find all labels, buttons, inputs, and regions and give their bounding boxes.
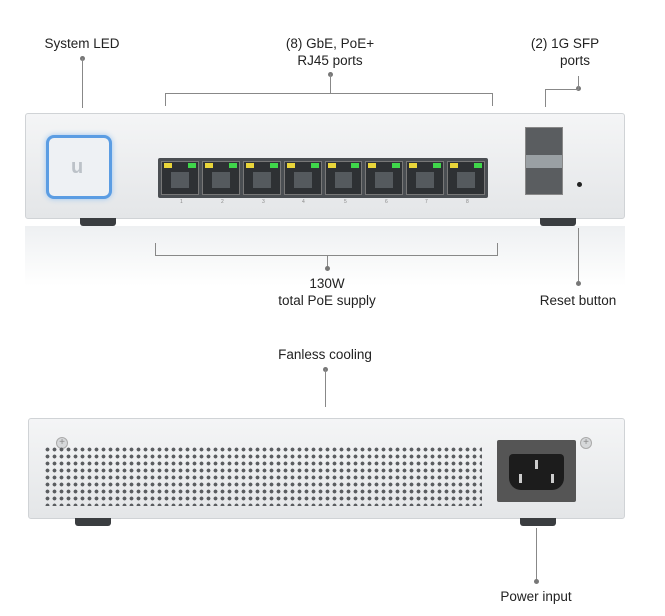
- rj45-port: [324, 161, 363, 195]
- foot: [540, 218, 576, 226]
- poe-label-2: total PoE supply: [278, 293, 376, 308]
- port-number: 1: [180, 199, 183, 205]
- rj45-port: [242, 161, 281, 195]
- callout-dot: [576, 281, 581, 286]
- screw-icon: +: [580, 437, 592, 449]
- system-led: u: [46, 135, 112, 199]
- foot: [520, 518, 556, 526]
- port-number: 8: [466, 199, 469, 205]
- sfp-label-2: ports: [559, 53, 591, 68]
- system-led-label: System LED: [44, 36, 120, 51]
- port-number: 2: [221, 199, 224, 205]
- sfp-label-1: (2) 1G SFP: [530, 36, 600, 51]
- poe-label-1: 130W: [309, 276, 345, 291]
- port-number: 5: [344, 199, 347, 205]
- foot: [80, 218, 116, 226]
- rj45-port: [406, 161, 445, 195]
- rj45-port: [201, 161, 240, 195]
- callout-dot: [534, 579, 539, 584]
- callout-line: [327, 256, 328, 268]
- callout-line: [330, 74, 331, 94]
- ubiquiti-logo-icon: u: [71, 156, 84, 178]
- callout-line: [82, 58, 83, 108]
- sfp-bracket: [545, 89, 579, 107]
- callout-dot: [325, 266, 330, 271]
- fanless-label: Fanless cooling: [278, 347, 372, 362]
- rj45-port: [447, 161, 485, 195]
- callout-line: [578, 76, 579, 89]
- rj45-port: [161, 161, 199, 195]
- rj45-bracket: [165, 93, 493, 106]
- foot: [75, 518, 111, 526]
- callout-line: [325, 369, 326, 407]
- rj45-port: [365, 161, 404, 195]
- port-number: 4: [302, 199, 305, 205]
- front-reflection: [25, 226, 625, 286]
- poe-bracket: [155, 243, 498, 256]
- port-number: 7: [425, 199, 428, 205]
- rj45-port: [283, 161, 322, 195]
- power-socket: [497, 440, 576, 502]
- rj45-label-2: RJ45 ports: [297, 53, 363, 68]
- rj45-port-block: [158, 158, 488, 198]
- callout-line: [578, 228, 579, 283]
- sfp-ports: [525, 127, 563, 195]
- port-number: 3: [262, 199, 265, 205]
- callout-line: [536, 528, 537, 581]
- rj45-label-1: (8) GbE, PoE+: [285, 36, 375, 51]
- power-label: Power input: [500, 589, 572, 604]
- vent-grid: [44, 446, 482, 506]
- reset-label: Reset button: [539, 293, 617, 308]
- reset-button[interactable]: [577, 182, 582, 187]
- port-number: 6: [385, 199, 388, 205]
